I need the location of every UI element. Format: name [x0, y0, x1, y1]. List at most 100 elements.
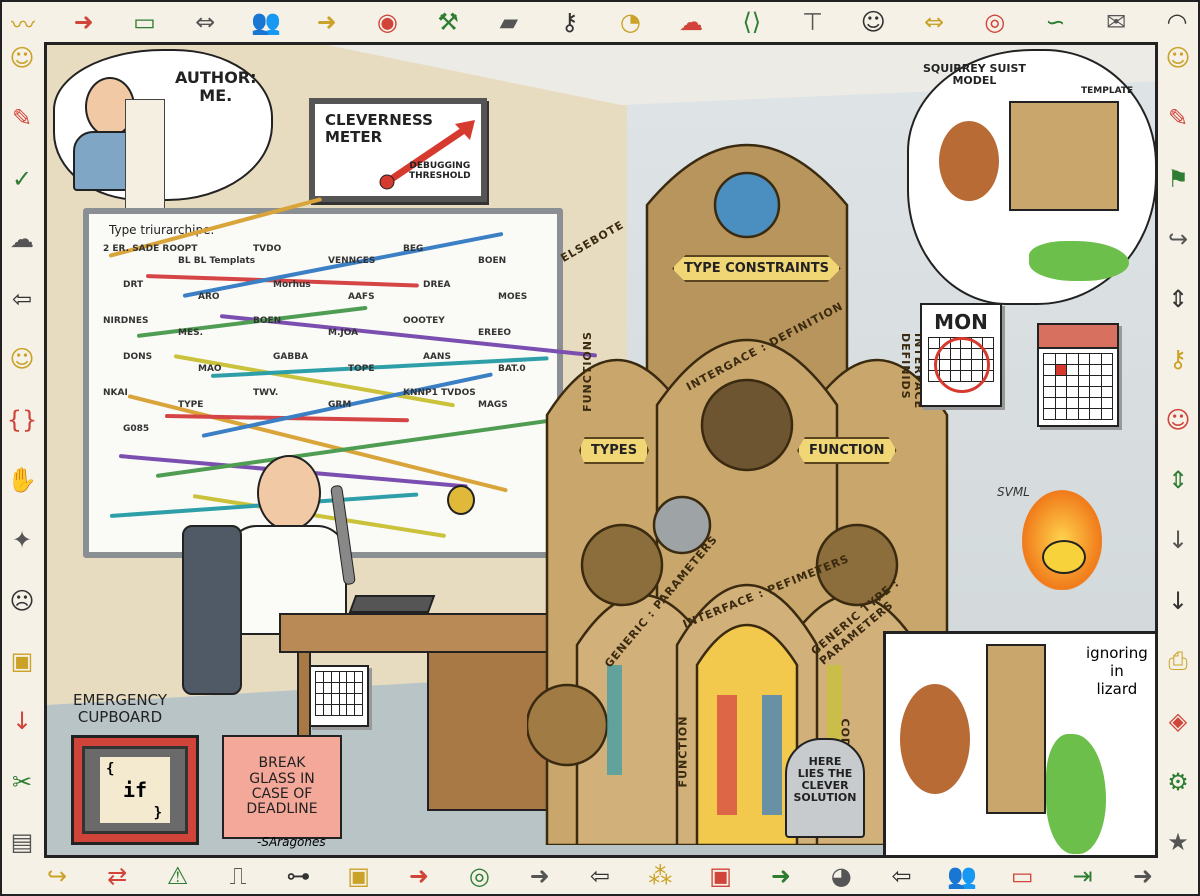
- type-hierarchy-line: [173, 354, 456, 408]
- diamond-icon: ◈: [1168, 707, 1188, 736]
- calendar-cell: [1101, 398, 1112, 408]
- keyboard: [348, 595, 436, 613]
- developer-head: [257, 455, 321, 531]
- meter-title: CLEVERNESS METER: [325, 111, 433, 146]
- calendar-cell: [1078, 354, 1089, 364]
- double-arrow-icon: ⇔: [195, 8, 216, 36]
- calendar-cell: [1067, 354, 1078, 364]
- calendar-cell: [331, 683, 339, 693]
- duck-icon: ◔: [619, 8, 641, 36]
- calendar-cell: [1055, 354, 1066, 364]
- border-icons-left: ☺✎✓☁⇦☺{}✋✦☹▣↓✂▤: [4, 44, 40, 856]
- gear-model: [1009, 101, 1119, 211]
- calendar-cell: [1101, 376, 1112, 386]
- border-icons-top: 〰➜▭⇔👥➜◉⚒▰⚷◔☁⟨⟩⊤☺⇔◎∽✉◠: [6, 4, 1194, 40]
- debugging-threshold-label: DEBUGGING THRESHOLD: [409, 161, 471, 181]
- key-icon: ⚷: [560, 8, 579, 36]
- target-icon: ◎: [468, 862, 490, 890]
- calendar-cell: [1090, 354, 1101, 364]
- arrow-icon: ↪: [46, 862, 68, 890]
- head-icon: ☺: [860, 8, 886, 36]
- squirrel: [900, 684, 970, 794]
- calendar-cell: [1055, 387, 1066, 397]
- author-thought-bubble: AUTHOR: ME.: [53, 49, 273, 219]
- arrow-right-icon: ➜: [73, 8, 94, 36]
- whiteboard-label: DONS: [123, 352, 153, 362]
- calendar-cell: [1044, 376, 1055, 386]
- whiteboard-label: DREA: [423, 280, 451, 290]
- terminal-icon: ▣: [709, 862, 732, 890]
- browser-window-icon: ▭: [133, 8, 156, 36]
- calendar-cell: [1067, 398, 1078, 408]
- head-icon: ☺: [1165, 44, 1191, 72]
- calendar-cell: [929, 360, 939, 370]
- break-glass-sign: BREAK GLASS IN CASE OF DEADLINE: [222, 735, 342, 839]
- calendar-cell: [339, 683, 347, 693]
- calendar-cell: [316, 694, 323, 704]
- arrow-left-icon: ⇦: [891, 862, 912, 890]
- terminal-icon: ▣: [10, 646, 34, 675]
- head-icon: ☺: [9, 345, 35, 374]
- code-icon: ⟨⟩: [742, 8, 762, 36]
- arrow-right-icon: ➜: [770, 862, 791, 890]
- braces-icon: {}: [6, 405, 38, 434]
- office-chair: [182, 525, 242, 695]
- calendar-cell: [1078, 387, 1089, 397]
- whiteboard-label: TYPE: [178, 400, 204, 410]
- rss-icon: ◠: [1166, 8, 1188, 36]
- calendar-cell: [347, 672, 355, 682]
- wall-calendar: [1037, 323, 1119, 427]
- browser-icon: ▭: [1010, 862, 1034, 890]
- calendar-cell: [331, 694, 339, 704]
- red-circle-mark: [934, 337, 990, 393]
- calendar-cell: [339, 705, 347, 715]
- cleverness-meter: CLEVERNESS METER DEBUGGING THRESHOLD: [309, 98, 487, 202]
- artist-signature: -SAragones: [257, 835, 326, 849]
- bug-with-top-hat: [447, 485, 475, 515]
- lizard: [1029, 241, 1129, 281]
- whiteboard-label: TWV.: [253, 388, 279, 398]
- squirrel-model-thought-bubble: SQUIRREY SUIST MODEL TEMPLATE: [907, 49, 1155, 305]
- desk-top: [279, 613, 559, 653]
- gear-tower-model: [986, 644, 1046, 814]
- calendar-cell: [1090, 409, 1101, 419]
- model-label: SQUIRREY SUIST MODEL: [923, 62, 1026, 88]
- if-code-block: { if }: [100, 757, 170, 823]
- chat-icon: ✎: [11, 104, 33, 133]
- calendar-cell: [1078, 409, 1089, 419]
- template-label: TEMPLATE: [1081, 86, 1134, 96]
- rubber-duck-icon: [1042, 540, 1086, 574]
- calendar-cell: [1044, 387, 1055, 397]
- calendar-cell: [1101, 365, 1112, 375]
- squiggle-icon: 〰: [11, 10, 35, 39]
- calendar-cell: [1101, 387, 1112, 397]
- calendar-cell: [355, 694, 362, 704]
- hand-icon: ✋: [7, 466, 37, 495]
- calendar-cell: [1044, 409, 1055, 419]
- calendar-cell: [1067, 376, 1078, 386]
- wall-scribble: SVML: [997, 485, 1030, 499]
- hammer-icon: ⚒: [437, 8, 459, 36]
- dizzy-face-icon: ☹: [9, 586, 35, 615]
- calendar-cell: [1078, 376, 1089, 386]
- arrow-left-icon: ⇦: [589, 862, 610, 890]
- sitemap-icon: ⊶: [286, 862, 311, 890]
- calendar-cell: [316, 683, 323, 693]
- whiteboard-label: DRT: [123, 280, 144, 290]
- user-circle-icon: ◉: [376, 8, 398, 36]
- whiteboard-label: MAO: [198, 364, 222, 374]
- whiteboard-label: NKAI: [103, 388, 128, 398]
- calendar-cell: [1055, 365, 1066, 375]
- arch-text: FUNCTIONS: [580, 331, 594, 412]
- calendar-day: MON: [934, 310, 988, 334]
- calendar-cell: [1067, 365, 1078, 375]
- monday-calendar: MON: [920, 303, 1002, 407]
- check-icon: ✓: [11, 164, 33, 193]
- emergency-cupboard[interactable]: { if }: [71, 735, 199, 845]
- calendar-cell: [355, 683, 362, 693]
- calendar-cell: [1067, 409, 1078, 419]
- calendar-cell: [1044, 354, 1055, 364]
- whiteboard-label: BAT.0: [498, 364, 526, 374]
- calendar-cell: [1055, 409, 1066, 419]
